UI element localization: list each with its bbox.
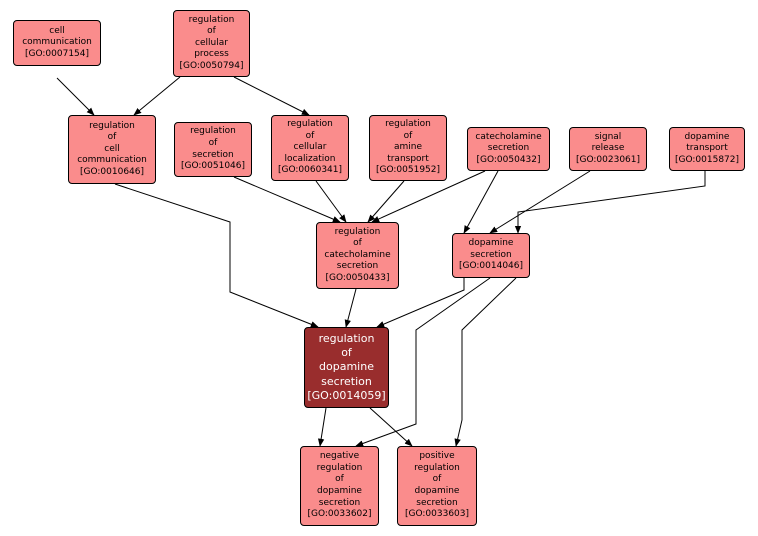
node-term-line: signal [594, 131, 622, 142]
node-term-line: catecholamine [475, 131, 542, 142]
node-term-line: cellular [195, 37, 228, 48]
node-term-line: regulation [316, 462, 363, 473]
node-term-line: process [194, 49, 229, 60]
edge-reg-dopamine-secretion-to-neg-reg-dopamine-secretion [317, 407, 327, 447]
node-go-id: [GO:0050794] [179, 60, 244, 71]
node-term-line: dopamine [468, 238, 514, 249]
node-go-id: [GO:0033602] [307, 509, 372, 520]
node-term-line: of [207, 26, 216, 37]
node-term-line: secretion [321, 374, 372, 388]
node-term-line: secretion [416, 497, 458, 508]
node-go-id: [GO:0014046] [458, 261, 524, 272]
edge-cell-communication-to-reg-cell-communication [56, 77, 95, 116]
node-term-line: regulation [334, 226, 381, 237]
edge-dopamine-secretion-to-neg-reg-dopamine-secretion [355, 277, 491, 447]
node-go-id: [GO:0007154] [24, 48, 90, 59]
node-term-line: regulation [414, 462, 460, 473]
node-term-line: secretion [336, 261, 379, 272]
node-term-line: regulation [287, 119, 333, 130]
node-term-line: of [403, 130, 413, 141]
node-term-line: amine [393, 142, 423, 153]
node-term-line: dopamine [319, 360, 374, 374]
node-term-line: regulation [190, 126, 236, 137]
node-term-line: localization [284, 153, 336, 164]
edge-dopamine-transport-to-dopamine-secretion [514, 171, 706, 234]
edge-reg-amine-transport-to-reg-catecholamine-secretion [367, 180, 405, 223]
node-term-line: of [208, 137, 218, 148]
node-term-line: positive [419, 451, 455, 462]
edge-signal-release-to-dopamine-secretion [489, 170, 591, 234]
node-term-line: regulation [188, 14, 235, 25]
node-term-line: transport [387, 153, 429, 164]
node-go-id: [GO:0033603] [404, 509, 470, 520]
node-go-id: [GO:0010646] [79, 166, 145, 177]
node-term-line: catecholamine [324, 249, 391, 260]
node-term-line: communication [77, 155, 147, 166]
node-term-line: regulation [318, 331, 375, 345]
edge-reg-secretion-to-reg-catecholamine-secretion [233, 176, 341, 223]
node-term-line: cell [104, 143, 120, 154]
edge-dopamine-secretion-to-reg-dopamine-secretion [376, 278, 465, 328]
node-term-line: cellular [293, 142, 327, 153]
node-go-id: [GO:0060341] [277, 165, 343, 176]
edge-reg-cell-communication-to-reg-dopamine-secretion [114, 183, 319, 328]
node-go-id: [GO:0050432] [476, 154, 541, 165]
edge-reg-catecholamine-secretion-to-reg-dopamine-secretion [344, 288, 357, 328]
node-term-line: regulation [385, 119, 431, 130]
node-term-line: of [335, 474, 344, 485]
node-go-id: [GO:0014059] [307, 388, 386, 402]
node-term-line: cell [49, 25, 65, 36]
node-term-line: of [341, 346, 352, 360]
node-term-line: of [107, 132, 117, 143]
node-go-id: [GO:0023061] [575, 154, 641, 165]
node-term-line: secretion [470, 249, 512, 260]
node-term-line: dopamine [684, 131, 730, 142]
node-term-line: regulation [89, 120, 135, 131]
edge-reg-cellular-localization-to-reg-catecholamine-secretion [315, 180, 347, 223]
node-term-line: secretion [192, 149, 234, 160]
node-term-line: of [305, 130, 315, 141]
edge-reg-cellular-process-to-reg-cell-communication [133, 76, 181, 116]
node-go-id: [GO:0050433] [325, 272, 390, 283]
node-term-line: negative [319, 451, 360, 462]
node-term-line: release [591, 143, 625, 154]
edge-reg-dopamine-secretion-to-pos-reg-dopamine-secretion [369, 407, 413, 447]
edge-reg-cellular-process-to-reg-cellular-localization [233, 76, 310, 116]
node-term-line: dopamine [317, 486, 362, 496]
node-term-line: of [353, 238, 362, 249]
node-term-line: dopamine [414, 486, 460, 496]
edge-catecholamine-secretion-to-reg-catecholamine-secretion [371, 170, 486, 223]
edge-dopamine-secretion-to-pos-reg-dopamine-secretion [454, 277, 517, 447]
node-term-line: secretion [318, 497, 361, 508]
node-term-line: transport [686, 143, 728, 154]
edge-catecholamine-secretion-to-dopamine-secretion [463, 170, 499, 234]
node-go-id: [GO:0051046] [180, 161, 246, 172]
node-go-id: [GO:0051952] [375, 165, 441, 176]
node-go-id: [GO:0015872] [674, 154, 740, 165]
node-term-line: of [432, 474, 442, 485]
node-term-line: communication [22, 37, 92, 48]
node-term-line: secretion [487, 143, 530, 154]
